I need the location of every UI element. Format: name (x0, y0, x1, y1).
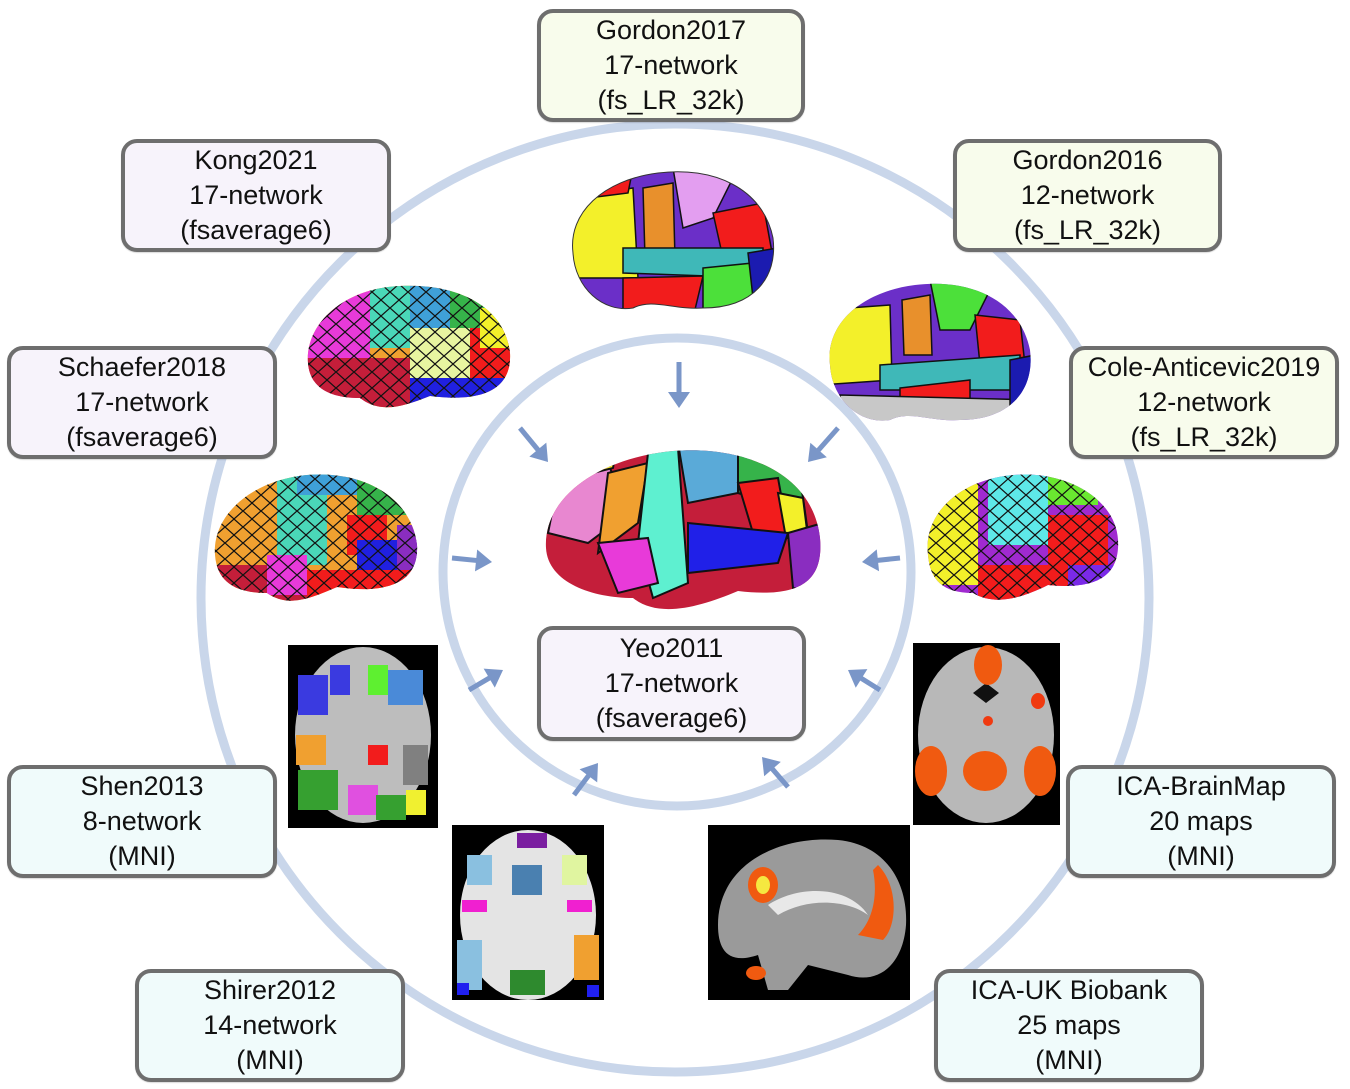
brain-surface-yeo2011 (545, 450, 821, 610)
volume-slice-ica-brainmap (913, 643, 1060, 825)
arrow-shaft (873, 555, 901, 564)
atlas-networks: 25 maps (1017, 1010, 1121, 1040)
atlas-name: ICA-BrainMap (1116, 771, 1286, 801)
brain-surface-gordon2016 (829, 283, 1031, 421)
atlas-name: Cole-Anticevic2019 (1087, 352, 1321, 382)
atlas-space: (fsaverage6) (66, 422, 218, 452)
inner-ring (438, 333, 916, 811)
atlas-networks: 12-network (1020, 180, 1155, 210)
atlas-space: (MNI) (1167, 841, 1235, 871)
arrow-head-icon (808, 442, 827, 462)
atlas-space: (fs_LR_32k) (1013, 215, 1162, 245)
volume-slice-ica-ukbiobank (708, 825, 910, 1000)
brain-surface-cole-anticevic2019 (927, 474, 1119, 600)
arrow-shaft (571, 771, 593, 797)
arrow-shaft (451, 555, 481, 564)
atlas-label-gordon2016: Gordon2016 12-network (fs_LR_32k) (953, 139, 1222, 252)
atlas-name: ICA-UK Biobank (970, 975, 1168, 1005)
atlas-name: Shirer2012 (203, 975, 337, 1005)
atlas-networks: 17-network (604, 668, 739, 698)
atlas-networks: 20 maps (1149, 806, 1253, 836)
center-label-yeo2011: Yeo2011 17-network (fsaverage6) (537, 626, 806, 741)
arrow-head-icon (529, 442, 548, 462)
arrow-head-icon (668, 392, 690, 408)
arrow-head-icon (483, 668, 503, 688)
atlas-space: (fsaverage6) (595, 703, 748, 733)
atlas-space: (fs_LR_32k) (597, 85, 745, 115)
atlas-label-kong2021: Kong2021 17-network (fsaverage6) (121, 139, 391, 252)
atlas-name: Gordon2016 (1012, 145, 1163, 175)
atlas-networks: 8-network (82, 806, 202, 836)
atlas-label-shen2013: Shen2013 8-network (MNI) (7, 765, 277, 878)
atlas-label-gordon2017: Gordon2017 17-network (fs_LR_32k) (537, 9, 805, 122)
arrow-shaft (467, 673, 494, 693)
atlas-name: Schaefer2018 (57, 352, 227, 382)
atlas-networks: 17-network (75, 387, 209, 417)
atlas-name: Shen2013 (80, 771, 204, 801)
atlas-name: Gordon2017 (595, 15, 747, 45)
arrow-shaft (767, 764, 790, 789)
volume-slice-shirer2012 (452, 825, 604, 1000)
arrow-shaft (814, 426, 840, 455)
atlas-label-ica-ukbiobank: ICA-UK Biobank 25 maps (MNI) (934, 969, 1204, 1082)
arrow-shaft (518, 426, 543, 455)
atlas-name: Kong2021 (194, 145, 318, 175)
atlas-label-ica-brainmap: ICA-BrainMap 20 maps (MNI) (1066, 765, 1336, 878)
atlas-label-schaefer2018: Schaefer2018 17-network (fsaverage6) (7, 346, 277, 459)
arrow-shaft (856, 674, 882, 693)
arrow-head-icon (862, 549, 880, 572)
atlas-networks: 12-network (1137, 387, 1271, 417)
atlas-label-cole-anticevic2019: Cole-Anticevic2019 12-network (fs_LR_32k… (1069, 346, 1339, 459)
atlas-name: Yeo2011 (619, 633, 724, 663)
brain-surface-gordon2017 (572, 171, 775, 310)
volume-slice-shen2013 (288, 645, 438, 828)
brain-surface-kong2021 (307, 285, 511, 408)
atlas-networks: 14-network (203, 1010, 337, 1040)
arrows-group (451, 362, 901, 797)
atlas-space: (MNI) (236, 1045, 304, 1075)
atlas-networks: 17-network (189, 180, 323, 210)
atlas-space: (MNI) (108, 841, 176, 871)
arrow-head-icon (579, 763, 598, 783)
atlas-space: (fs_LR_32k) (1130, 422, 1278, 452)
atlas-networks: 17-network (604, 50, 738, 80)
arrow-head-icon (474, 549, 492, 572)
atlas-space: (MNI) (1035, 1045, 1103, 1075)
brain-surface-schaefer2018 (214, 474, 418, 601)
atlas-space: (fsaverage6) (180, 215, 332, 245)
arrow-head-icon (848, 669, 868, 688)
outer-ring (196, 119, 1154, 1077)
atlas-label-shirer2012: Shirer2012 14-network (MNI) (135, 969, 405, 1082)
arrow-head-icon (762, 757, 781, 777)
